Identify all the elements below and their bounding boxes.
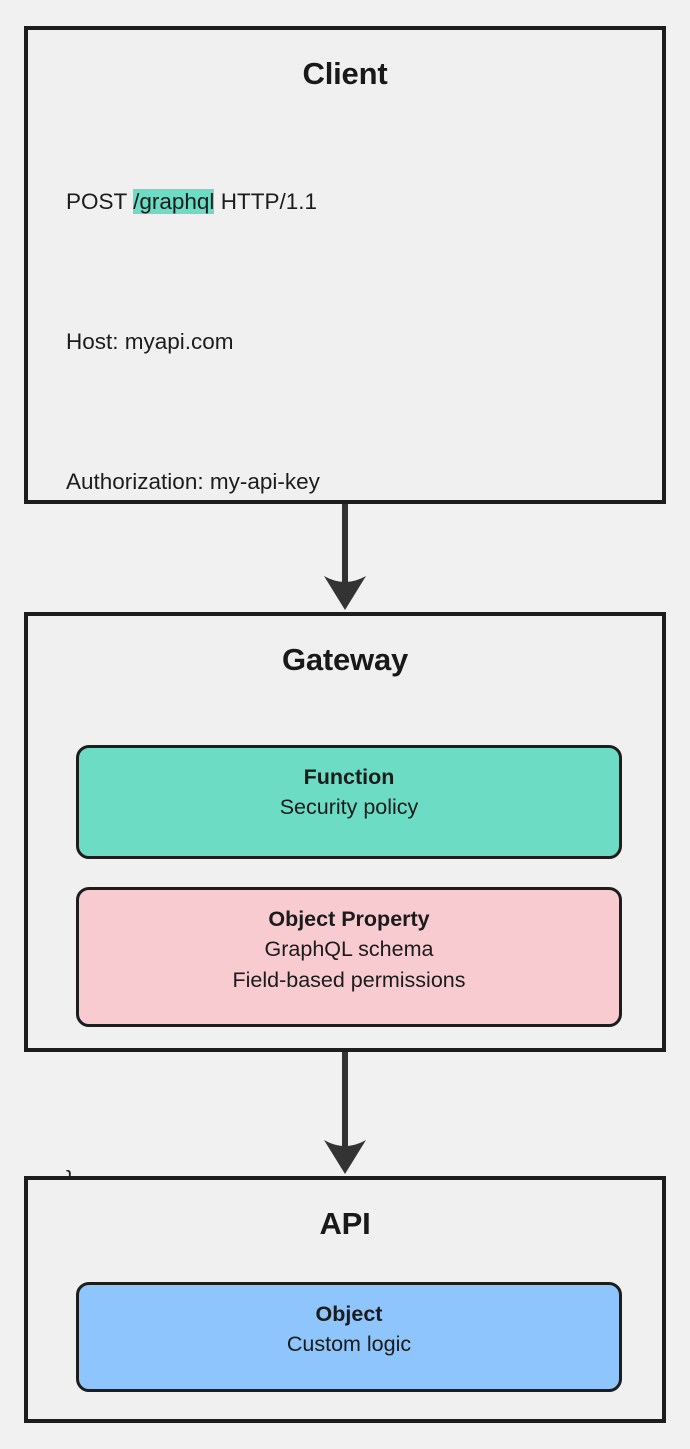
node-gateway: Gateway Function Security policy Object … bbox=[24, 612, 666, 1052]
arrow-client-to-gateway bbox=[324, 504, 366, 610]
card-object-property-line-2: Field-based permissions bbox=[232, 968, 466, 992]
request-line: POST /graphql HTTP/1.1 bbox=[66, 184, 662, 219]
node-client-title: Client bbox=[302, 56, 388, 91]
node-gateway-title: Gateway bbox=[281, 642, 409, 677]
node-api-title: API bbox=[319, 1206, 371, 1241]
card-object-line-1: Custom logic bbox=[286, 1332, 412, 1356]
node-client: Client POST /graphql HTTP/1.1 Host: myap… bbox=[24, 26, 666, 1191]
card-object-property-line-1: GraphQL schema bbox=[264, 937, 434, 961]
card-function-title: Function bbox=[303, 765, 395, 789]
request-method: POST bbox=[66, 188, 127, 214]
arrow-gateway-to-api bbox=[324, 1052, 366, 1174]
request-header-authorization: Authorization: my-api-key bbox=[66, 468, 320, 494]
card-object-property-title: Object Property bbox=[268, 907, 430, 931]
card-object: Object Custom logic bbox=[76, 1282, 622, 1392]
card-object-title: Object bbox=[315, 1302, 383, 1326]
request-header-host: Host: myapi.com bbox=[66, 328, 234, 354]
request-protocol: HTTP/1.1 bbox=[220, 188, 317, 214]
card-object-property: Object Property GraphQL schema Field-bas… bbox=[76, 887, 622, 1027]
node-api: API Object Custom logic bbox=[24, 1176, 666, 1423]
card-function-line-1: Security policy bbox=[279, 795, 419, 819]
request-path: /graphql bbox=[133, 188, 215, 214]
card-function: Function Security policy bbox=[76, 745, 622, 859]
